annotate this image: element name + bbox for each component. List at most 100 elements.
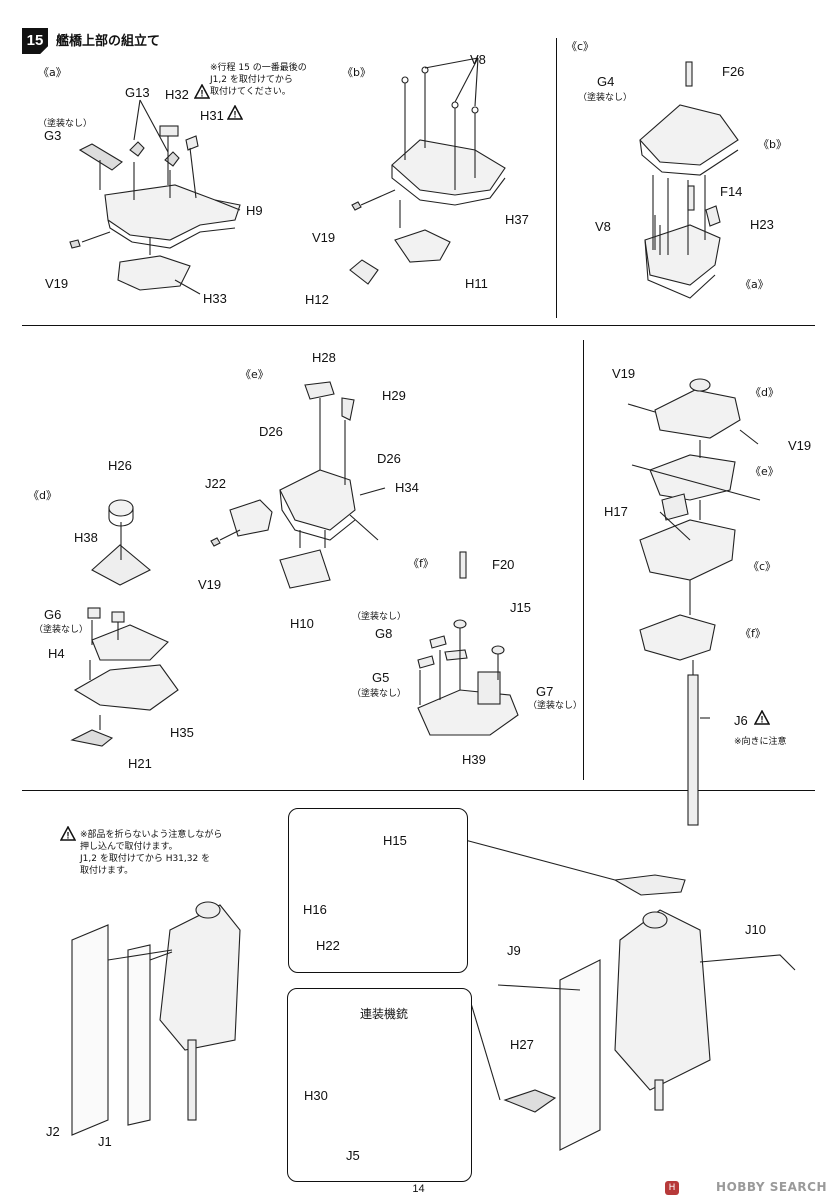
part-label: H30 bbox=[304, 1088, 328, 1103]
step15-note: ※行程 15 の一番最後の J1,2 を取付けてから 取付けてください。 bbox=[210, 63, 307, 97]
ref-label-e: 《e》 bbox=[750, 465, 779, 478]
subassembly-b-drawing bbox=[349, 57, 506, 285]
part-label: V19 bbox=[198, 577, 222, 592]
part-label: J1 bbox=[98, 1134, 112, 1149]
part-label: H12 bbox=[305, 292, 329, 307]
part-label: H32 bbox=[165, 87, 189, 102]
part-label: H21 bbox=[128, 756, 152, 771]
warning-icon: ! bbox=[60, 826, 76, 841]
part-label: D26 bbox=[259, 424, 283, 439]
bottom-note: ※部品を折らないよう注意しながら 押し込んで取付けます。 J1,2 を取付けてか… bbox=[80, 830, 223, 876]
part-label: V19 bbox=[612, 366, 636, 381]
part-label: F20 bbox=[492, 557, 515, 572]
part-label: V8 bbox=[595, 219, 611, 234]
warning-icon: ! bbox=[194, 84, 210, 99]
part-label: H23 bbox=[750, 217, 774, 232]
svg-text:!: ! bbox=[761, 715, 764, 725]
step-number-badge: 15 bbox=[22, 28, 48, 54]
warning-icon: ! bbox=[754, 710, 770, 725]
ref-label-d: 《d》 bbox=[750, 386, 779, 399]
part-label: J6 bbox=[734, 713, 748, 728]
divider-top-horizontal bbox=[22, 325, 815, 326]
subassembly-f-drawing bbox=[417, 551, 519, 736]
divider-mid-vertical bbox=[583, 340, 584, 780]
part-label: H22 bbox=[316, 938, 340, 953]
no-paint-note-g5: （塗装なし） bbox=[352, 689, 407, 699]
no-paint-note-g8: （塗装なし） bbox=[352, 612, 407, 622]
part-label: G6 bbox=[44, 607, 62, 622]
warning-icon: ! bbox=[227, 105, 243, 120]
divider-mid-horizontal bbox=[22, 790, 815, 791]
part-label: V19 bbox=[312, 230, 336, 245]
part-label: H38 bbox=[74, 530, 98, 545]
subassembly-label-a: 《a》 bbox=[38, 66, 67, 79]
part-label: G7 bbox=[536, 684, 554, 699]
svg-text:!: ! bbox=[67, 831, 70, 841]
ref-label-a: 《a》 bbox=[740, 278, 769, 291]
part-label: J5 bbox=[346, 1148, 360, 1163]
right-assembly-drawing bbox=[627, 378, 761, 826]
part-label: H37 bbox=[505, 212, 529, 227]
subassembly-d-drawing bbox=[70, 499, 179, 747]
part-label: V19 bbox=[45, 276, 69, 291]
part-label: G4 bbox=[597, 74, 615, 89]
hobby-search-logo-icon: H bbox=[665, 1181, 679, 1195]
no-paint-note-g6: （塗装なし） bbox=[34, 625, 89, 635]
part-label: J15 bbox=[510, 600, 531, 615]
bottom-right-drawing bbox=[497, 874, 796, 1151]
direction-note: ※向きに注意 bbox=[734, 737, 787, 747]
subassembly-e-drawing bbox=[210, 381, 386, 589]
bottom-left-drawing bbox=[71, 901, 241, 1136]
part-label: G3 bbox=[44, 128, 62, 143]
part-label: H34 bbox=[395, 480, 419, 495]
part-label: G5 bbox=[372, 670, 390, 685]
step-title: 艦橋上部の組立て bbox=[56, 34, 161, 49]
part-label: J10 bbox=[745, 922, 766, 937]
part-label: H11 bbox=[465, 276, 488, 291]
part-label: H39 bbox=[462, 752, 486, 767]
part-label: G8 bbox=[375, 626, 393, 641]
svg-text:!: ! bbox=[234, 110, 237, 120]
part-label: H26 bbox=[108, 458, 132, 473]
svg-text:!: ! bbox=[201, 89, 204, 99]
part-label: G13 bbox=[125, 85, 150, 100]
no-paint-note-g7: （塗装なし） bbox=[528, 701, 583, 711]
part-label: H35 bbox=[170, 725, 194, 740]
part-label: H29 bbox=[382, 388, 406, 403]
subassembly-label-b: 《b》 bbox=[342, 66, 371, 79]
part-label: H15 bbox=[383, 833, 407, 848]
divider-top-vertical bbox=[556, 38, 557, 318]
part-label: H17 bbox=[604, 504, 628, 519]
part-label: H4 bbox=[48, 646, 65, 661]
part-label: J2 bbox=[46, 1124, 60, 1139]
inset-box-machine-gun bbox=[287, 988, 472, 1182]
part-label: H31 bbox=[200, 108, 224, 123]
subassembly-a-drawing bbox=[69, 99, 241, 295]
ref-label-b: 《b》 bbox=[758, 138, 787, 151]
part-label: F14 bbox=[720, 184, 743, 199]
part-label: H28 bbox=[312, 350, 336, 365]
machine-gun-label: 連装機銃 bbox=[360, 1007, 409, 1021]
subassembly-label-d: 《d》 bbox=[28, 489, 57, 502]
part-label: D26 bbox=[377, 451, 401, 466]
subassembly-label-e: 《e》 bbox=[240, 368, 269, 381]
part-label: J9 bbox=[507, 943, 521, 958]
ref-label-f: 《f》 bbox=[740, 627, 766, 640]
part-label: V8 bbox=[470, 52, 486, 67]
no-paint-note-g3: （塗装なし） bbox=[38, 119, 93, 129]
page-number: 14 bbox=[412, 1183, 425, 1195]
part-label: H33 bbox=[203, 291, 227, 306]
subassembly-label-c: 《c》 bbox=[566, 40, 595, 53]
no-paint-note-g4: （塗装なし） bbox=[578, 93, 633, 103]
part-label: H9 bbox=[246, 203, 263, 218]
subassembly-label-f: 《f》 bbox=[408, 557, 434, 570]
watermark: HOBBY SEARCH bbox=[716, 1180, 827, 1194]
part-label: J22 bbox=[205, 476, 226, 491]
part-label: V19 bbox=[788, 438, 812, 453]
subassembly-c-drawing bbox=[639, 61, 739, 299]
part-label: F26 bbox=[722, 64, 745, 79]
inset-box-mast-yard bbox=[288, 808, 468, 973]
part-label: H16 bbox=[303, 902, 327, 917]
ref-label-c: 《c》 bbox=[748, 560, 777, 573]
